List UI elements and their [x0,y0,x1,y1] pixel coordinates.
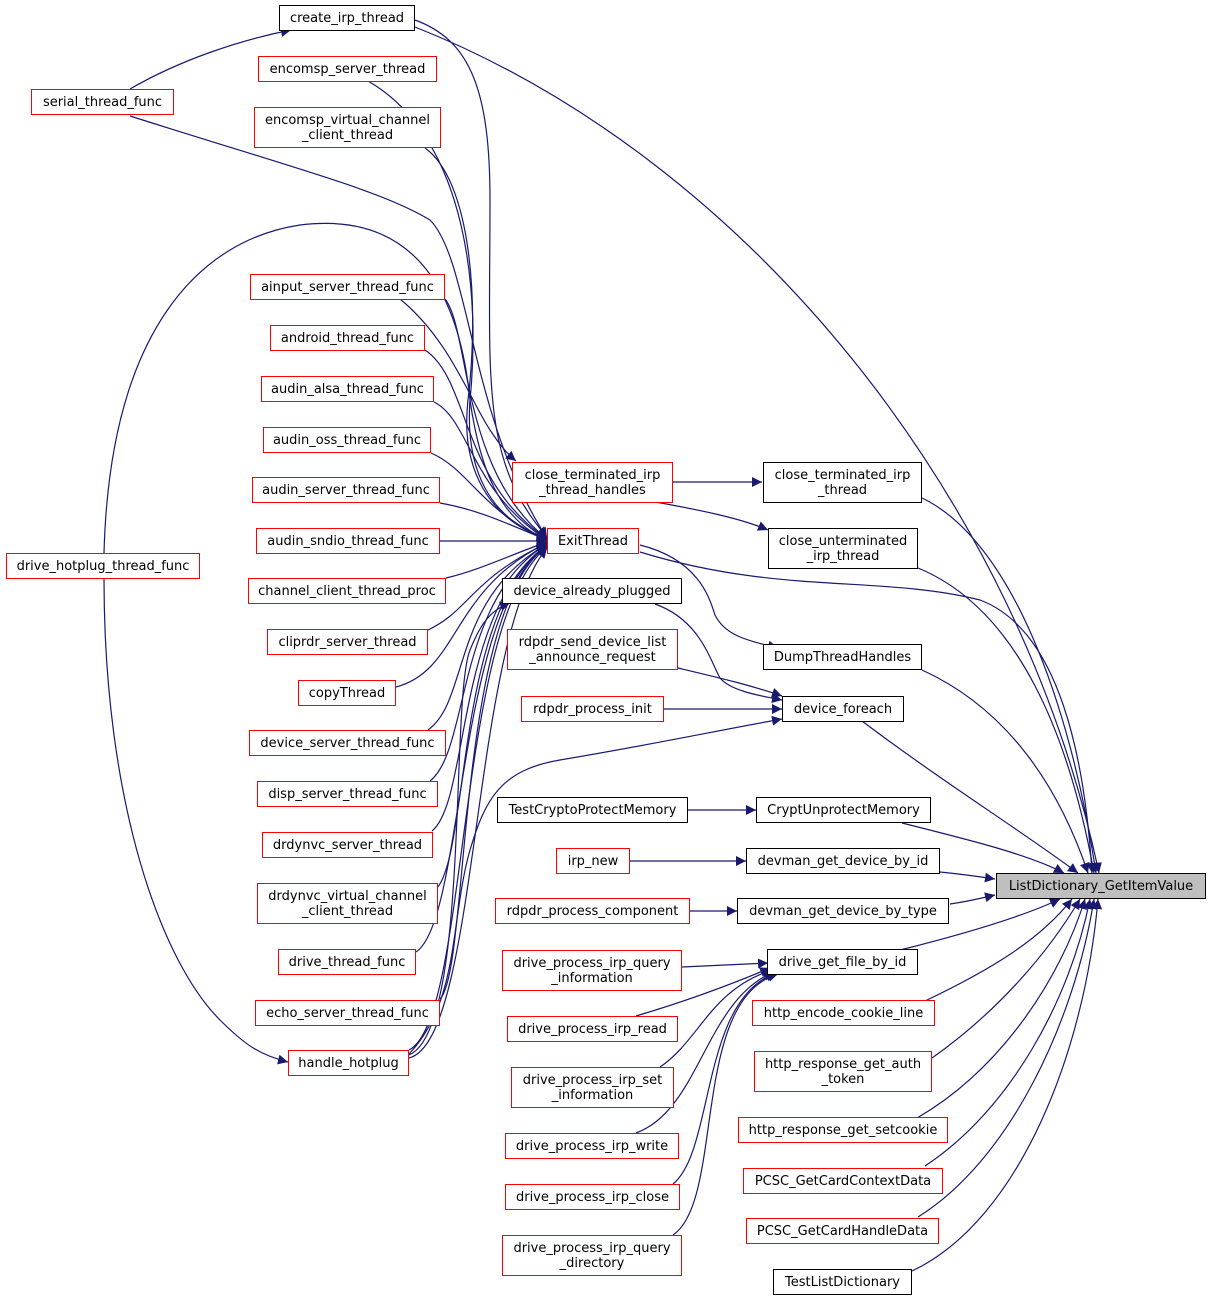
node-device_already_plugged[interactable]: device_already_plugged [502,578,682,604]
node-ExitThread[interactable]: ExitThread [547,528,639,554]
node-http_response_get_setcookie[interactable]: http_response_get_setcookie [738,1117,948,1143]
edge-disp_server_thread_func-to-exitthread [429,543,548,782]
node-copyThread[interactable]: copyThread [298,680,396,706]
node-disp_server_thread_func[interactable]: disp_server_thread_func [257,781,438,807]
edge-copythread-to-exitthread [395,542,548,688]
node-drive_hotplug_thread_func[interactable]: drive_hotplug_thread_func [6,553,200,579]
node-PCSC_GetCardHandleData[interactable]: PCSC_GetCardHandleData [746,1218,939,1244]
edge-device_server_thread_func-to-exitthread [427,543,548,731]
edge-drive_get_file_by_id-to-listdictionary [899,898,1061,951]
node-create_irp_thread[interactable]: create_irp_thread [279,5,415,31]
node-close_unterminated_irp_thread[interactable]: close_unterminated _irp_thread [768,528,918,569]
edge-drive_irp_query_directory-to-drive_get_file_by_id [672,972,779,1236]
edge-pcsc_getcardcontextdata-to-listdictionary [924,898,1093,1167]
node-TestCryptoProtectMemory[interactable]: TestCryptoProtectMemory [497,797,688,823]
node-ainput_server_thread_func[interactable]: ainput_server_thread_func [250,274,445,300]
edge-exitthread-to-dumpthreadhandles [639,544,779,651]
node-http_response_get_auth_token[interactable]: http_response_get_auth _token [754,1051,932,1092]
edge-ainput_server_thread_func-to-exitthread [444,298,548,540]
edge-cliprdr_server_thread-to-exitthread [427,542,548,631]
node-audin_sndio_thread_func[interactable]: audin_sndio_thread_func [256,528,440,554]
edge-audin_oss_thread_func-to-exitthread [430,452,548,541]
node-android_thread_func[interactable]: android_thread_func [270,325,425,351]
edge-handle_hotplug-to-device_foreach [408,715,783,1055]
edge-http_encode_cookie_line-to-listdictionary [924,898,1073,1002]
node-drdynvc_virtual_channel_client_thread[interactable]: drdynvc_virtual_channel _client_thread [257,883,438,924]
node-DumpThreadHandles[interactable]: DumpThreadHandles [763,644,922,670]
node-audin_server_thread_func[interactable]: audin_server_thread_func [252,477,440,503]
node-devman_get_device_by_type[interactable]: devman_get_device_by_type [737,898,949,924]
node-audin_oss_thread_func[interactable]: audin_oss_thread_func [263,427,431,453]
node-drive_process_irp_read[interactable]: drive_process_irp_read [507,1016,678,1042]
edge-drive_irp_query_information-to-drive_get_file_by_id [681,958,769,969]
edge-channel_client_thread_proc-to-exitthread [445,540,548,579]
edge-devman_get_device_by_type-to-listdictionary [949,892,996,905]
node-rdpdr_send_device_list_announce_request[interactable]: rdpdr_send_device_list _announce_request [507,629,678,670]
node-ListDictionary_GetItemValue: ListDictionary_GetItemValue [996,873,1206,899]
node-drive_process_irp_query_information[interactable]: drive_process_irp_query _information [502,950,682,991]
node-device_foreach[interactable]: device_foreach [782,696,904,722]
edge-devman_get_device_by_id-to-listdictionary [939,871,996,883]
edge-serial_thread_func-to-exitthread [129,115,548,539]
node-cliprdr_server_thread[interactable]: cliprdr_server_thread [267,629,428,655]
edge-dumpthreadhandles-to-listdictionary [921,669,1090,874]
node-close_terminated_irp_thread_handles[interactable]: close_terminated_irp _thread_handles [512,462,673,503]
edge-drive_irp_write-to-drive_get_file_by_id [635,971,775,1134]
edge-drive_irp_close-to-drive_get_file_by_id [672,971,777,1185]
edge-close_terminated_irp_thread-to-listdictionary [921,497,1100,874]
edge-close_unterminated_irp_thread-to-listdictionary [917,567,1098,874]
edge-audin_server_thread_func-to-exitthread [439,502,548,541]
edge-rdpdr_send_device_list-to-device_foreach [677,667,783,698]
edge-drive_irp_set_information-to-drive_get_file_by_id [659,968,773,1068]
edge-pcsc_getcardhandledata-to-listdictionary [917,898,1098,1218]
node-http_encode_cookie_line[interactable]: http_encode_cookie_line [752,1000,935,1026]
edge-audin_alsa_thread_func-to-exitthread [433,401,548,541]
edge-drive_irp_read-to-drive_get_file_by_id [635,967,771,1017]
node-encomsp_server_thread[interactable]: encomsp_server_thread [258,56,437,82]
edge-drive_hotplug_thread_func-to-handle_hotplug [103,578,289,1065]
edge-cryptunprotectmemory-to-listdictionary [901,822,1065,874]
edge-ainput_server_thread_func-to-close_terminated_irp_thread_handles [399,298,517,462]
node-drive_process_irp_set_information[interactable]: drive_process_irp_set _information [511,1067,674,1108]
edge-testlistdictionary-to-listdictionary [911,898,1103,1272]
edge-serial_thread_func-to-create_irp_thread [129,27,292,90]
node-drive_get_file_by_id[interactable]: drive_get_file_by_id [767,949,918,975]
node-PCSC_GetCardContextData[interactable]: PCSC_GetCardContextData [743,1168,943,1194]
node-drdynvc_server_thread[interactable]: drdynvc_server_thread [262,832,433,858]
edge-device_foreach-to-listdictionary [861,720,1079,874]
node-TestListDictionary[interactable]: TestListDictionary [773,1269,912,1295]
node-handle_hotplug[interactable]: handle_hotplug [288,1050,409,1076]
node-CryptUnprotectMemory[interactable]: CryptUnprotectMemory [756,797,931,823]
node-irp_new[interactable]: irp_new [556,848,630,874]
edge-http_response_get_auth_token-to-listdictionary [931,898,1081,1059]
node-channel_client_thread_proc[interactable]: channel_client_thread_proc [248,578,446,604]
edge-drdynvc_server_thread-to-exitthread [431,544,548,832]
edge-close_terminated_irp_thread_handles-to-close_unterminated_irp_thread [649,500,769,531]
edge-drive_hotplug_thread_func-to-exitthread [103,222,548,554]
edge-exitthread-to-listdictionary [639,551,1097,874]
node-audin_alsa_thread_func[interactable]: audin_alsa_thread_func [261,376,434,402]
node-drive_process_irp_write[interactable]: drive_process_irp_write [505,1133,679,1159]
node-serial_thread_func[interactable]: serial_thread_func [31,89,174,115]
node-close_terminated_irp_thread[interactable]: close_terminated_irp _thread [763,462,922,503]
node-encomsp_virtual_channel_client_thread[interactable]: encomsp_virtual_channel _client_thread [254,107,441,148]
node-devman_get_device_by_id[interactable]: devman_get_device_by_id [746,848,940,874]
edge-create_irp_thread-to-listdictionary [414,26,1102,874]
node-drive_process_irp_query_directory[interactable]: drive_process_irp_query _directory [502,1235,682,1276]
edge-http_response_get_setcookie-to-listdictionary [916,898,1087,1119]
node-echo_server_thread_func[interactable]: echo_server_thread_func [255,1000,440,1026]
node-drive_thread_func[interactable]: drive_thread_func [278,949,416,975]
edge-android_thread_func-to-exitthread [424,349,548,540]
node-drive_process_irp_close[interactable]: drive_process_irp_close [505,1184,680,1210]
edge-echo_server_thread_func-to-exitthread [439,545,548,1000]
node-device_server_thread_func[interactable]: device_server_thread_func [249,730,446,756]
edge-create_irp_thread-to-exitthread [414,19,548,538]
node-rdpdr_process_init[interactable]: rdpdr_process_init [521,696,664,722]
node-rdpdr_process_component[interactable]: rdpdr_process_component [495,898,690,924]
